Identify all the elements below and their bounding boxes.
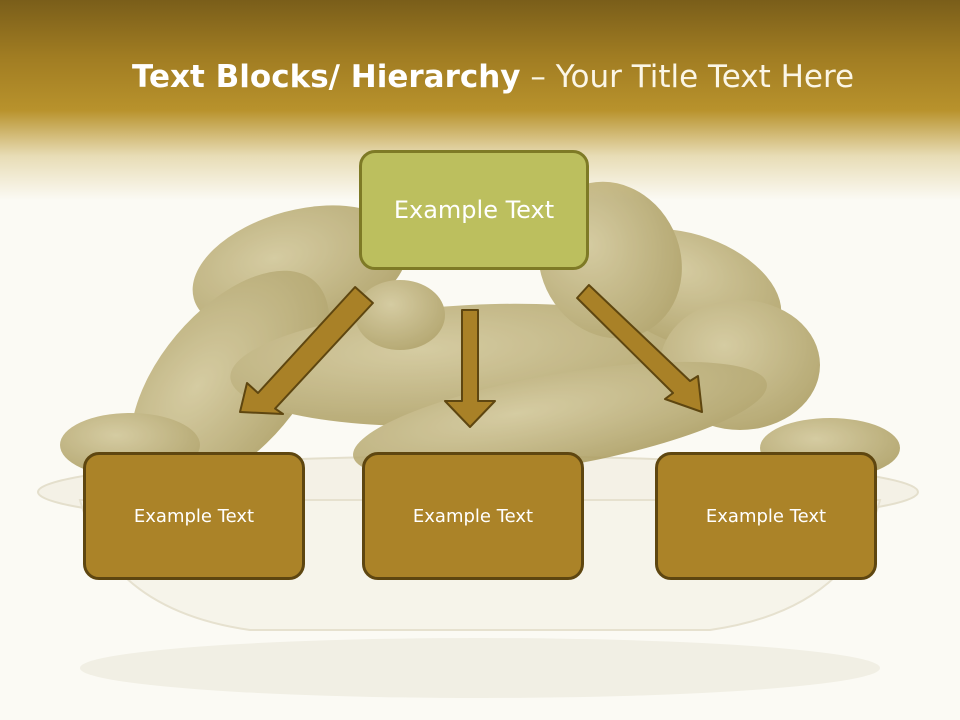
- child-node-right[interactable]: Example Text: [655, 452, 877, 580]
- child-node-center[interactable]: Example Text: [362, 452, 584, 580]
- top-node-label: Example Text: [393, 196, 555, 224]
- child-node-label: Example Text: [705, 505, 827, 527]
- slide-title-bold: Text Blocks/ Hierarchy: [132, 59, 521, 95]
- slide-title: Text Blocks/ Hierarchy – Your Title Text…: [132, 55, 912, 99]
- child-node-label: Example Text: [412, 505, 534, 527]
- arrow-right: [576, 284, 703, 413]
- child-node-label: Example Text: [133, 505, 255, 527]
- arrow-left: [239, 286, 374, 415]
- arrow-center: [444, 309, 496, 428]
- slide-title-rest: – Your Title Text Here: [520, 59, 855, 95]
- top-node[interactable]: Example Text: [359, 150, 589, 270]
- child-node-left[interactable]: Example Text: [83, 452, 305, 580]
